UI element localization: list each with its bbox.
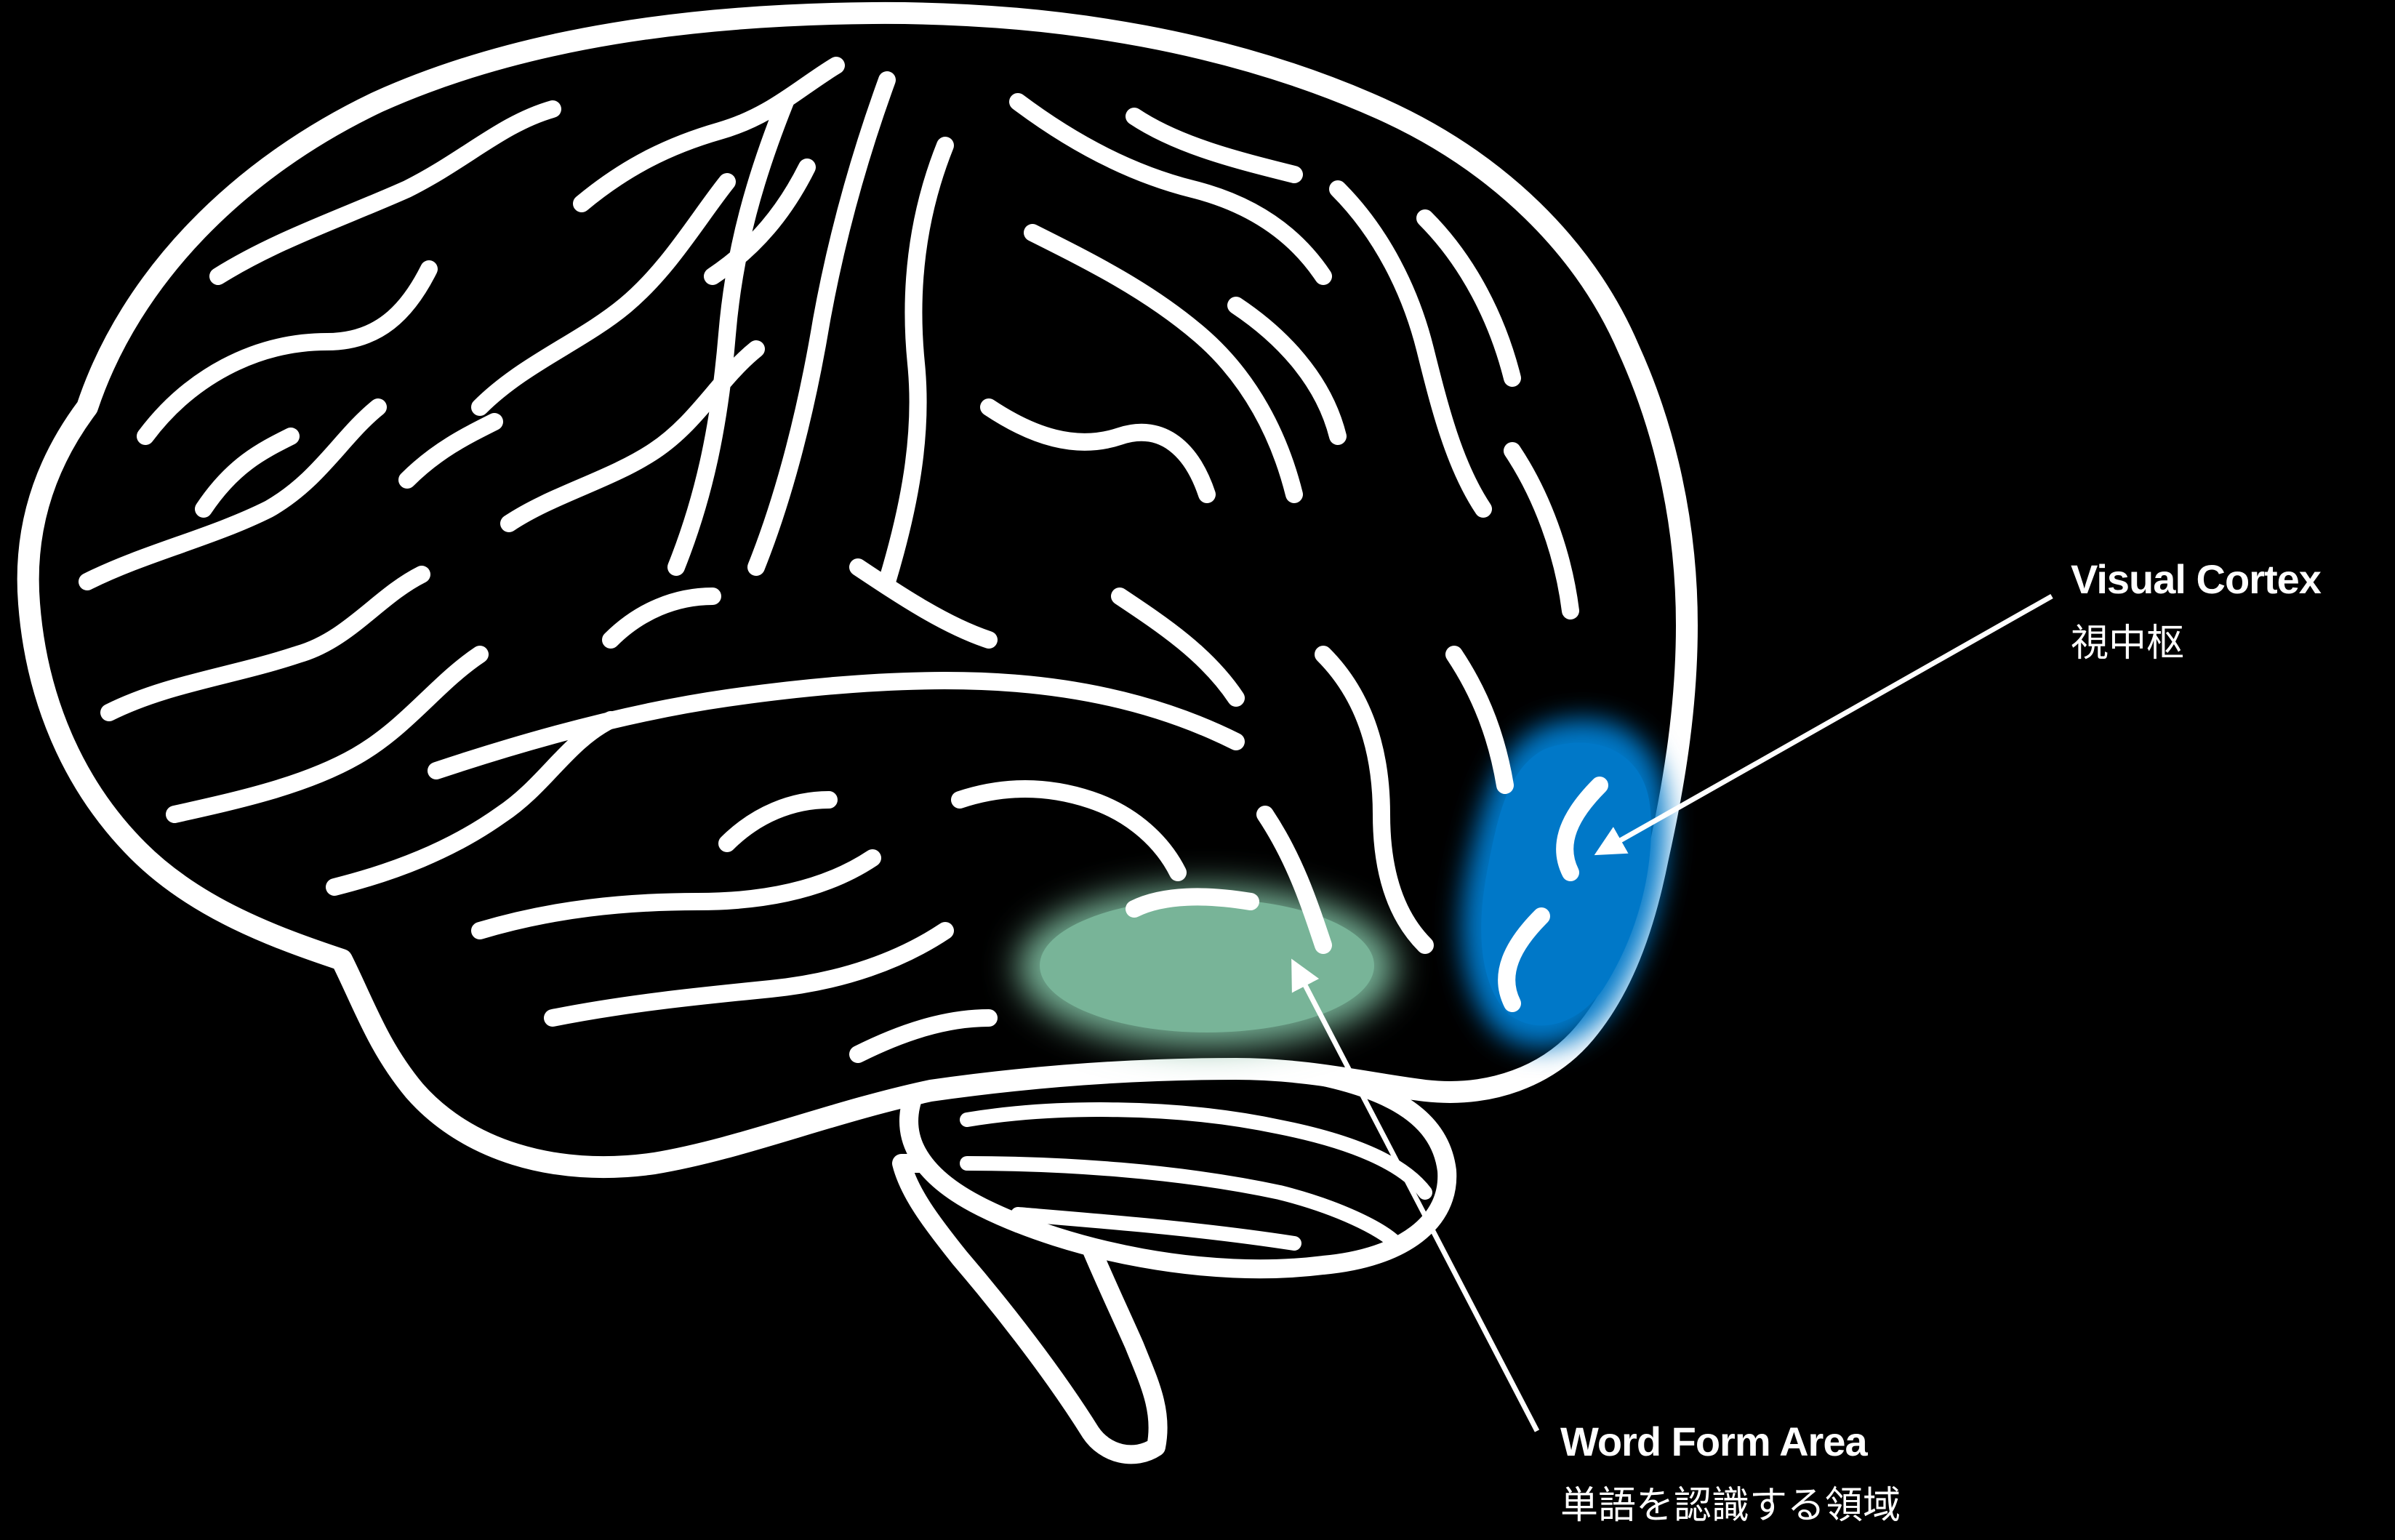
word-form-area-label: Word Form Area 単語を認識する領域	[1560, 1418, 1901, 1528]
visual-cortex-label-en: Visual Cortex	[2071, 556, 2321, 603]
word-form-area-region	[1018, 887, 1396, 1047]
word-form-area-label-ja: 単語を認識する領域	[1560, 1483, 1901, 1528]
visual-cortex-label: Visual Cortex 視中枢	[2071, 556, 2321, 666]
visual-cortex-label-ja: 視中枢	[2071, 621, 2321, 666]
word-form-area-label-en: Word Form Area	[1560, 1418, 1901, 1466]
